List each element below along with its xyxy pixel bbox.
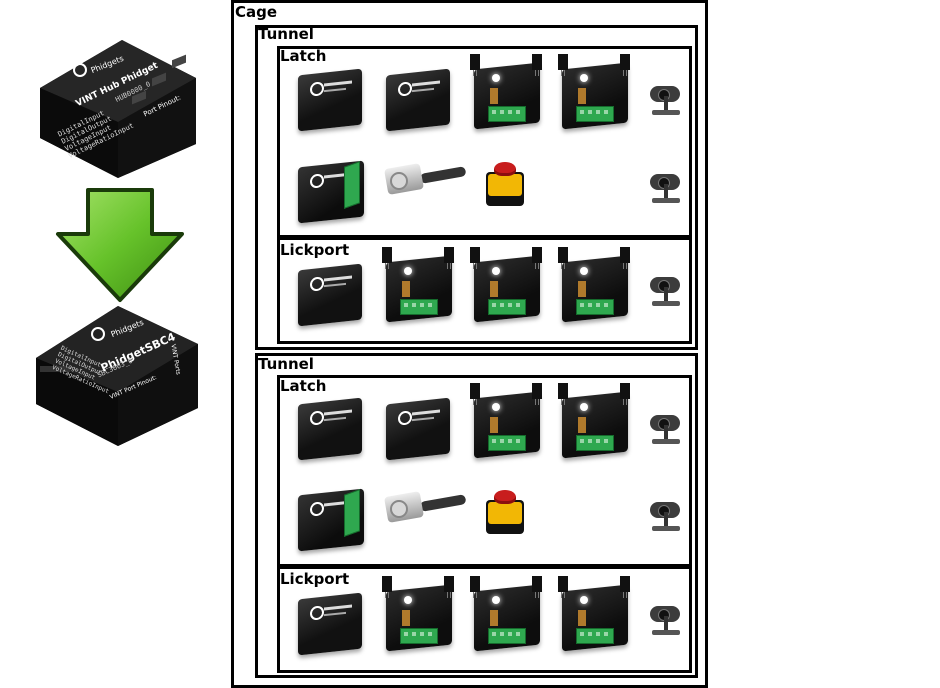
stepper-phidget-icon bbox=[380, 245, 458, 325]
ssr-board-icon bbox=[292, 154, 370, 226]
bnc-connector-icon bbox=[380, 482, 467, 542]
sbc4-device-image bbox=[36, 306, 198, 446]
latch-label: Latch bbox=[280, 377, 327, 395]
stepper-phidget-icon bbox=[556, 381, 634, 461]
webcam-icon bbox=[642, 413, 686, 453]
webcam-icon bbox=[642, 275, 686, 315]
tunnel-label: Tunnel bbox=[258, 355, 314, 373]
emergency-stop-icon bbox=[480, 484, 532, 540]
stepper-phidget-icon bbox=[556, 574, 634, 654]
latch-label: Latch bbox=[280, 47, 327, 65]
webcam-icon bbox=[642, 84, 686, 124]
webcam-icon bbox=[642, 604, 686, 644]
vint-hub-icon bbox=[380, 62, 456, 134]
sbc4-device-large: Phidgets PhidgetSBC4 SBC3003_0 VINT Port… bbox=[32, 298, 202, 450]
tunnel-label: Tunnel bbox=[258, 25, 314, 43]
stepper-phidget-icon bbox=[380, 574, 458, 654]
cage-label: Cage bbox=[235, 3, 278, 21]
bnc-connector-icon bbox=[380, 154, 467, 214]
ssr-board-icon bbox=[292, 482, 370, 554]
stepper-phidget-icon bbox=[556, 52, 634, 132]
sbc4-icon bbox=[292, 257, 368, 329]
vint-hub-device-image bbox=[40, 40, 196, 178]
sbc4-icon bbox=[292, 586, 368, 658]
emergency-stop-icon bbox=[480, 156, 532, 212]
lickport-label: Lickport bbox=[280, 570, 350, 588]
stepper-phidget-icon bbox=[468, 381, 546, 461]
lickport-label: Lickport bbox=[280, 241, 350, 259]
stepper-phidget-icon bbox=[468, 245, 546, 325]
down-arrow-icon bbox=[54, 188, 186, 304]
vint-hub-device-large: Phidgets VINT Hub Phidget HUB0000_0 Port… bbox=[34, 26, 202, 181]
vint-hub-icon bbox=[380, 391, 456, 463]
stepper-phidget-icon bbox=[468, 52, 546, 132]
sbc4-icon bbox=[292, 391, 368, 463]
stepper-phidget-icon bbox=[556, 245, 634, 325]
sbc4-icon bbox=[292, 62, 368, 134]
stepper-phidget-icon bbox=[468, 574, 546, 654]
webcam-icon bbox=[642, 500, 686, 540]
webcam-icon bbox=[642, 172, 686, 212]
